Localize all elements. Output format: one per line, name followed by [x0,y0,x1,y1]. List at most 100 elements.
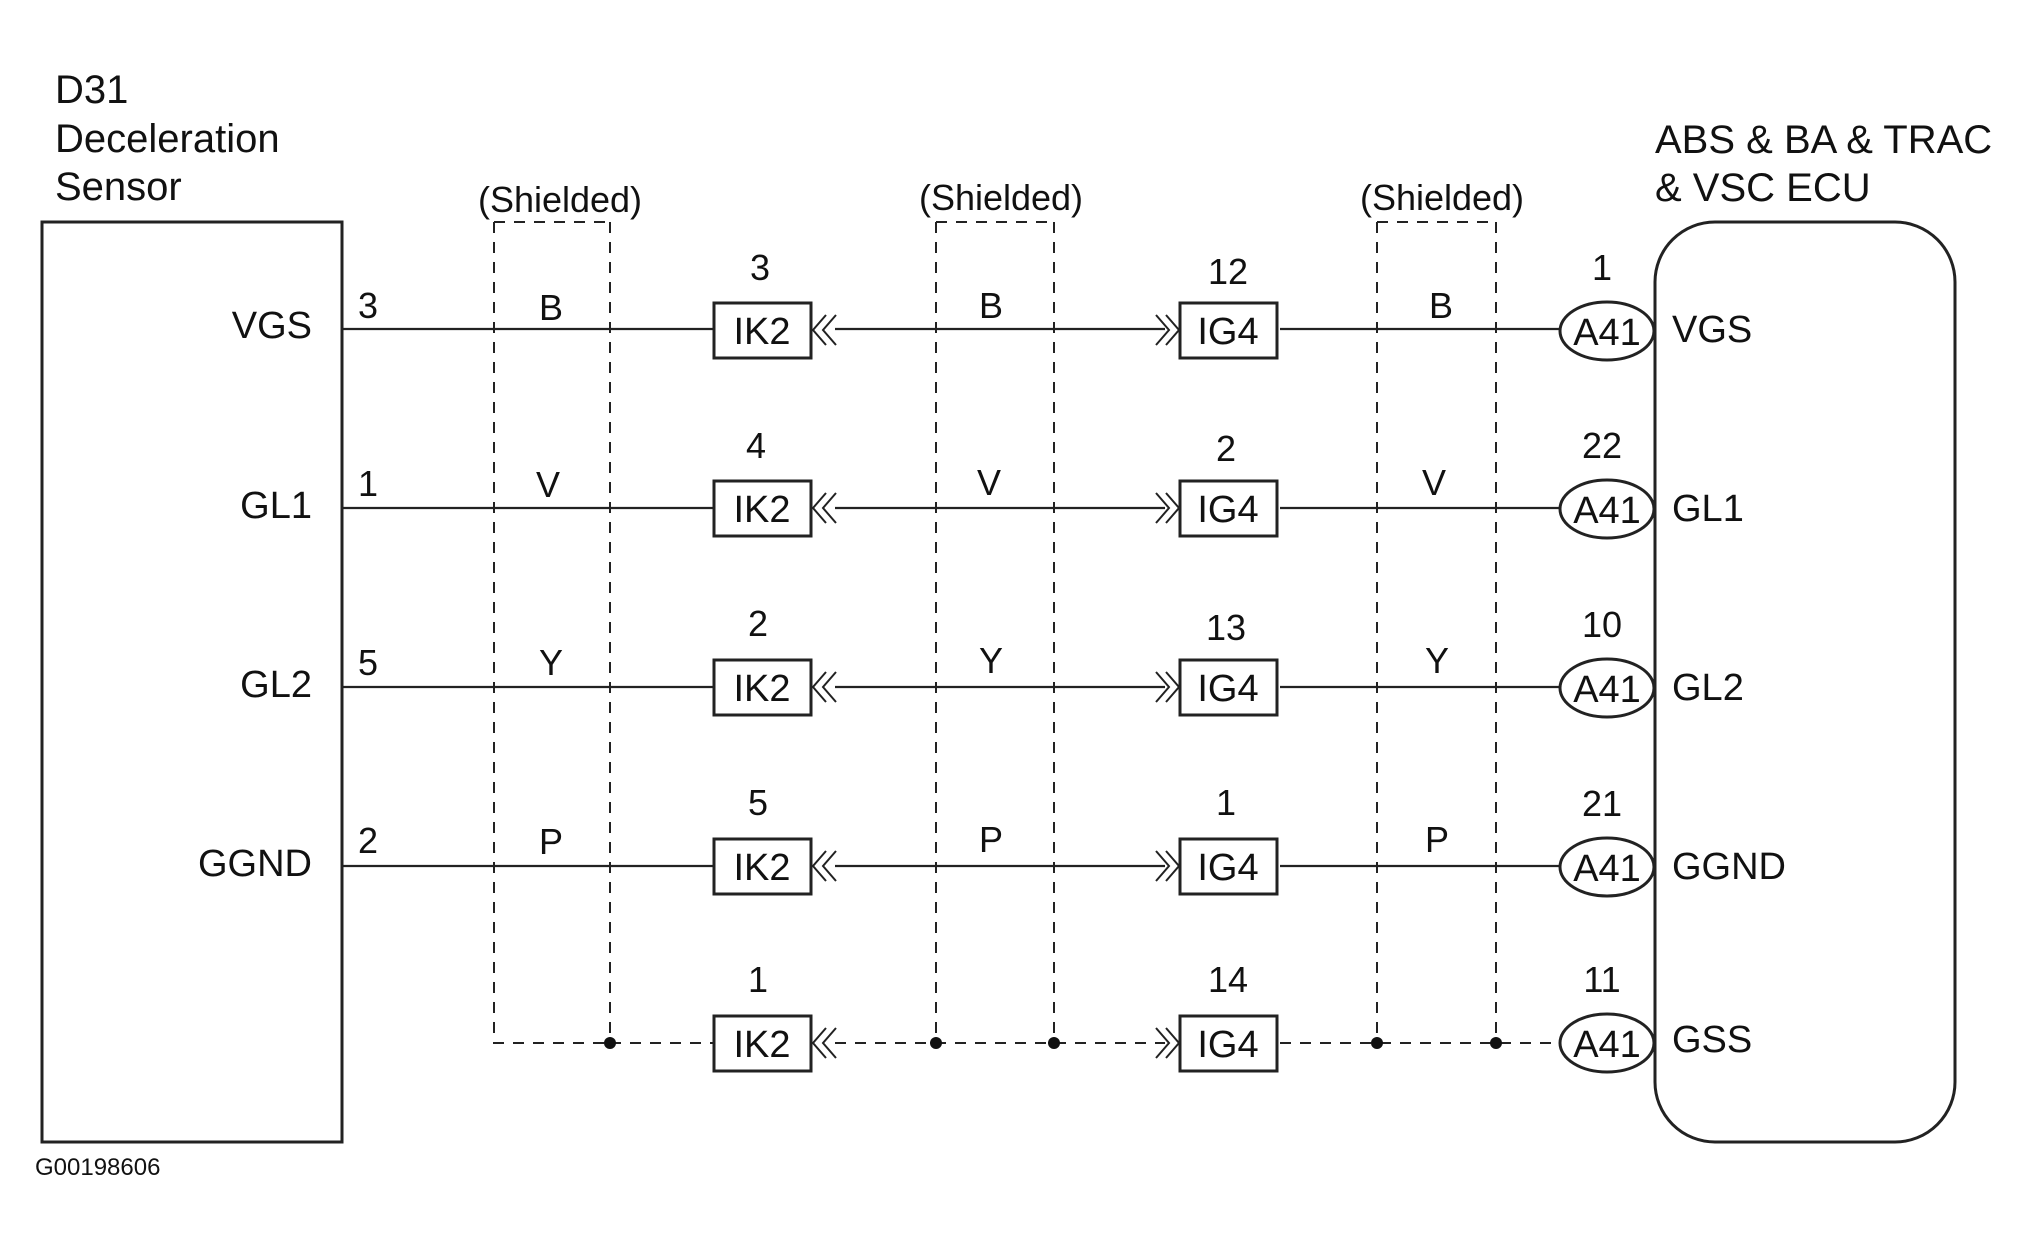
sensor-title-line-1: D31 [55,68,128,112]
ig4-connector-row3 [1178,658,1279,717]
sensor-title-line-3: Sensor [55,165,182,209]
wire-color-ggnd-2: P [979,819,1003,860]
sensor-pin-gl1: 1 [358,463,378,504]
ik2-connector-row2 [712,479,813,538]
ig4-connector-row4 [1178,837,1279,896]
wire-color-gl2-2: Y [979,640,1003,681]
ik2-pin-row5: 1 [748,959,768,1000]
shield-1 [493,221,611,1044]
ig4-connectors: 12 IG4 2 IG4 13 IG4 1 IG4 14 IG4 [1155,251,1279,1073]
shield-dashed-lines [493,221,1560,1049]
ecu-signal-gl1: GL1 [1672,488,1744,530]
wire-color-gl1-2: V [977,462,1001,503]
sensor-signal-ggnd: GGND [198,843,312,885]
a41-label-row3: A41 [1573,669,1641,711]
ik2-receptacle-symbol-row3 [811,671,837,703]
ig4-pin-row1: 12 [1208,251,1248,292]
sensor-signal-gl1: GL1 [240,485,312,527]
ik2-connectors: 3 IK2 4 IK2 2 IK2 5 IK2 1 IK2 [712,247,837,1073]
ik2-pin-row3: 2 [748,603,768,644]
a41-pin-row1: 1 [1592,247,1612,288]
shield-3 [1376,221,1497,1043]
ig4-label-row5: IG4 [1197,1024,1258,1066]
ik2-label-row2: IK2 [733,489,790,531]
ik2-pin-row4: 5 [748,782,768,823]
a41-pin-row5: 11 [1583,959,1620,1000]
ecu-signal-gss: GSS [1672,1019,1752,1061]
a41-label-row5: A41 [1573,1024,1641,1066]
sensor-box [40,220,344,1144]
sensor-pin-vgs: 3 [358,285,378,326]
wire-color-gl2-1: Y [539,642,563,683]
ecu-title-line-1: ABS & BA & TRAC [1655,118,1992,162]
ik2-label-row1: IK2 [733,311,790,353]
ecu-signal-vgs: VGS [1672,309,1752,351]
shield-label-3: (Shielded) [1360,177,1524,218]
ecu-box [1653,220,1957,1144]
ig4-pin-row4: 1 [1216,782,1236,823]
a41-connector-row5 [1558,1012,1656,1074]
wires [342,327,1560,868]
wire-color-labels: B B B V V V Y Y Y P P P [536,285,1453,862]
a41-connector-row4 [1558,836,1656,898]
shield-junction-dot [604,1037,616,1049]
shield-junction-dot [1371,1037,1383,1049]
a41-label-row4: A41 [1573,848,1641,890]
sensor-signal-gl2: GL2 [240,664,312,706]
ig4-connector-row5 [1178,1014,1279,1073]
wire-color-gl1-1: V [536,464,560,505]
sensor-title-line-2: Deceleration [55,117,280,161]
ik2-connector-row3 [712,658,813,717]
ik2-receptacle-symbol-row4 [811,850,837,882]
ik2-label-row4: IK2 [733,847,790,889]
a41-connector-row2 [1558,478,1656,540]
ig4-pin-row2: 2 [1216,428,1236,469]
ik2-pin-row1: 3 [750,247,770,288]
shield-2 [935,221,1055,1043]
ecu-signal-ggnd: GGND [1672,846,1786,888]
a41-connectors: 1 A41 22 A41 10 A41 21 A41 11 A41 [1558,247,1656,1074]
a41-pin-row3: 10 [1582,604,1622,645]
shield-junction-dot [930,1037,942,1049]
ig4-label-row3: IG4 [1197,668,1258,710]
shield-label-2: (Shielded) [919,177,1083,218]
wire-color-vgs-2: B [979,285,1003,326]
ik2-receptacle-symbol-row1 [811,314,837,346]
shield-junction-dot [1048,1037,1060,1049]
a41-pin-row4: 21 [1582,783,1622,824]
ik2-label-row3: IK2 [733,668,790,710]
ig4-label-row4: IG4 [1197,847,1258,889]
ig4-pin-row5: 14 [1208,959,1248,1000]
sensor-pin-gl2: 5 [358,642,378,683]
ik2-label-row5: IK2 [733,1024,790,1066]
a41-connector-row3 [1558,657,1656,719]
a41-label-row2: A41 [1573,490,1641,532]
ik2-connector-row1 [712,301,813,360]
wire-color-ggnd-3: P [1425,819,1449,860]
ik2-receptacle-symbol-row5 [811,1027,837,1059]
ig4-pin-row3: 13 [1206,607,1246,648]
a41-pin-row2: 22 [1582,425,1622,466]
figure-code: G00198606 [35,1154,160,1181]
abs-vsc-ecu: ABS & BA & TRAC & VSC ECU VGS GL1 GL2 GG… [1653,118,1992,1144]
ecu-signal-gl2: GL2 [1672,667,1744,709]
ik2-pin-row2: 4 [746,425,766,466]
wire-color-vgs-3: B [1429,285,1453,326]
ig4-connector-row1 [1178,301,1279,360]
ig4-label-row2: IG4 [1197,489,1258,531]
wire-color-vgs-1: B [539,287,563,328]
wire-color-gl2-3: Y [1425,640,1449,681]
a41-connector-row1 [1558,300,1656,362]
sensor-pin-ggnd: 2 [358,820,378,861]
ig4-label-row1: IG4 [1197,311,1258,353]
ik2-connector-row5 [712,1014,813,1073]
ik2-receptacle-symbol-row2 [811,492,837,524]
ig4-connector-row2 [1178,479,1279,538]
shield-label-1: (Shielded) [478,179,642,220]
a41-label-row1: A41 [1573,312,1641,354]
deceleration-sensor: D31 Deceleration Sensor VGS GL1 GL2 GGND… [40,68,378,1144]
ik2-connector-row4 [712,837,813,896]
shield-junction-dot [1490,1037,1502,1049]
sensor-signal-vgs: VGS [232,305,312,347]
